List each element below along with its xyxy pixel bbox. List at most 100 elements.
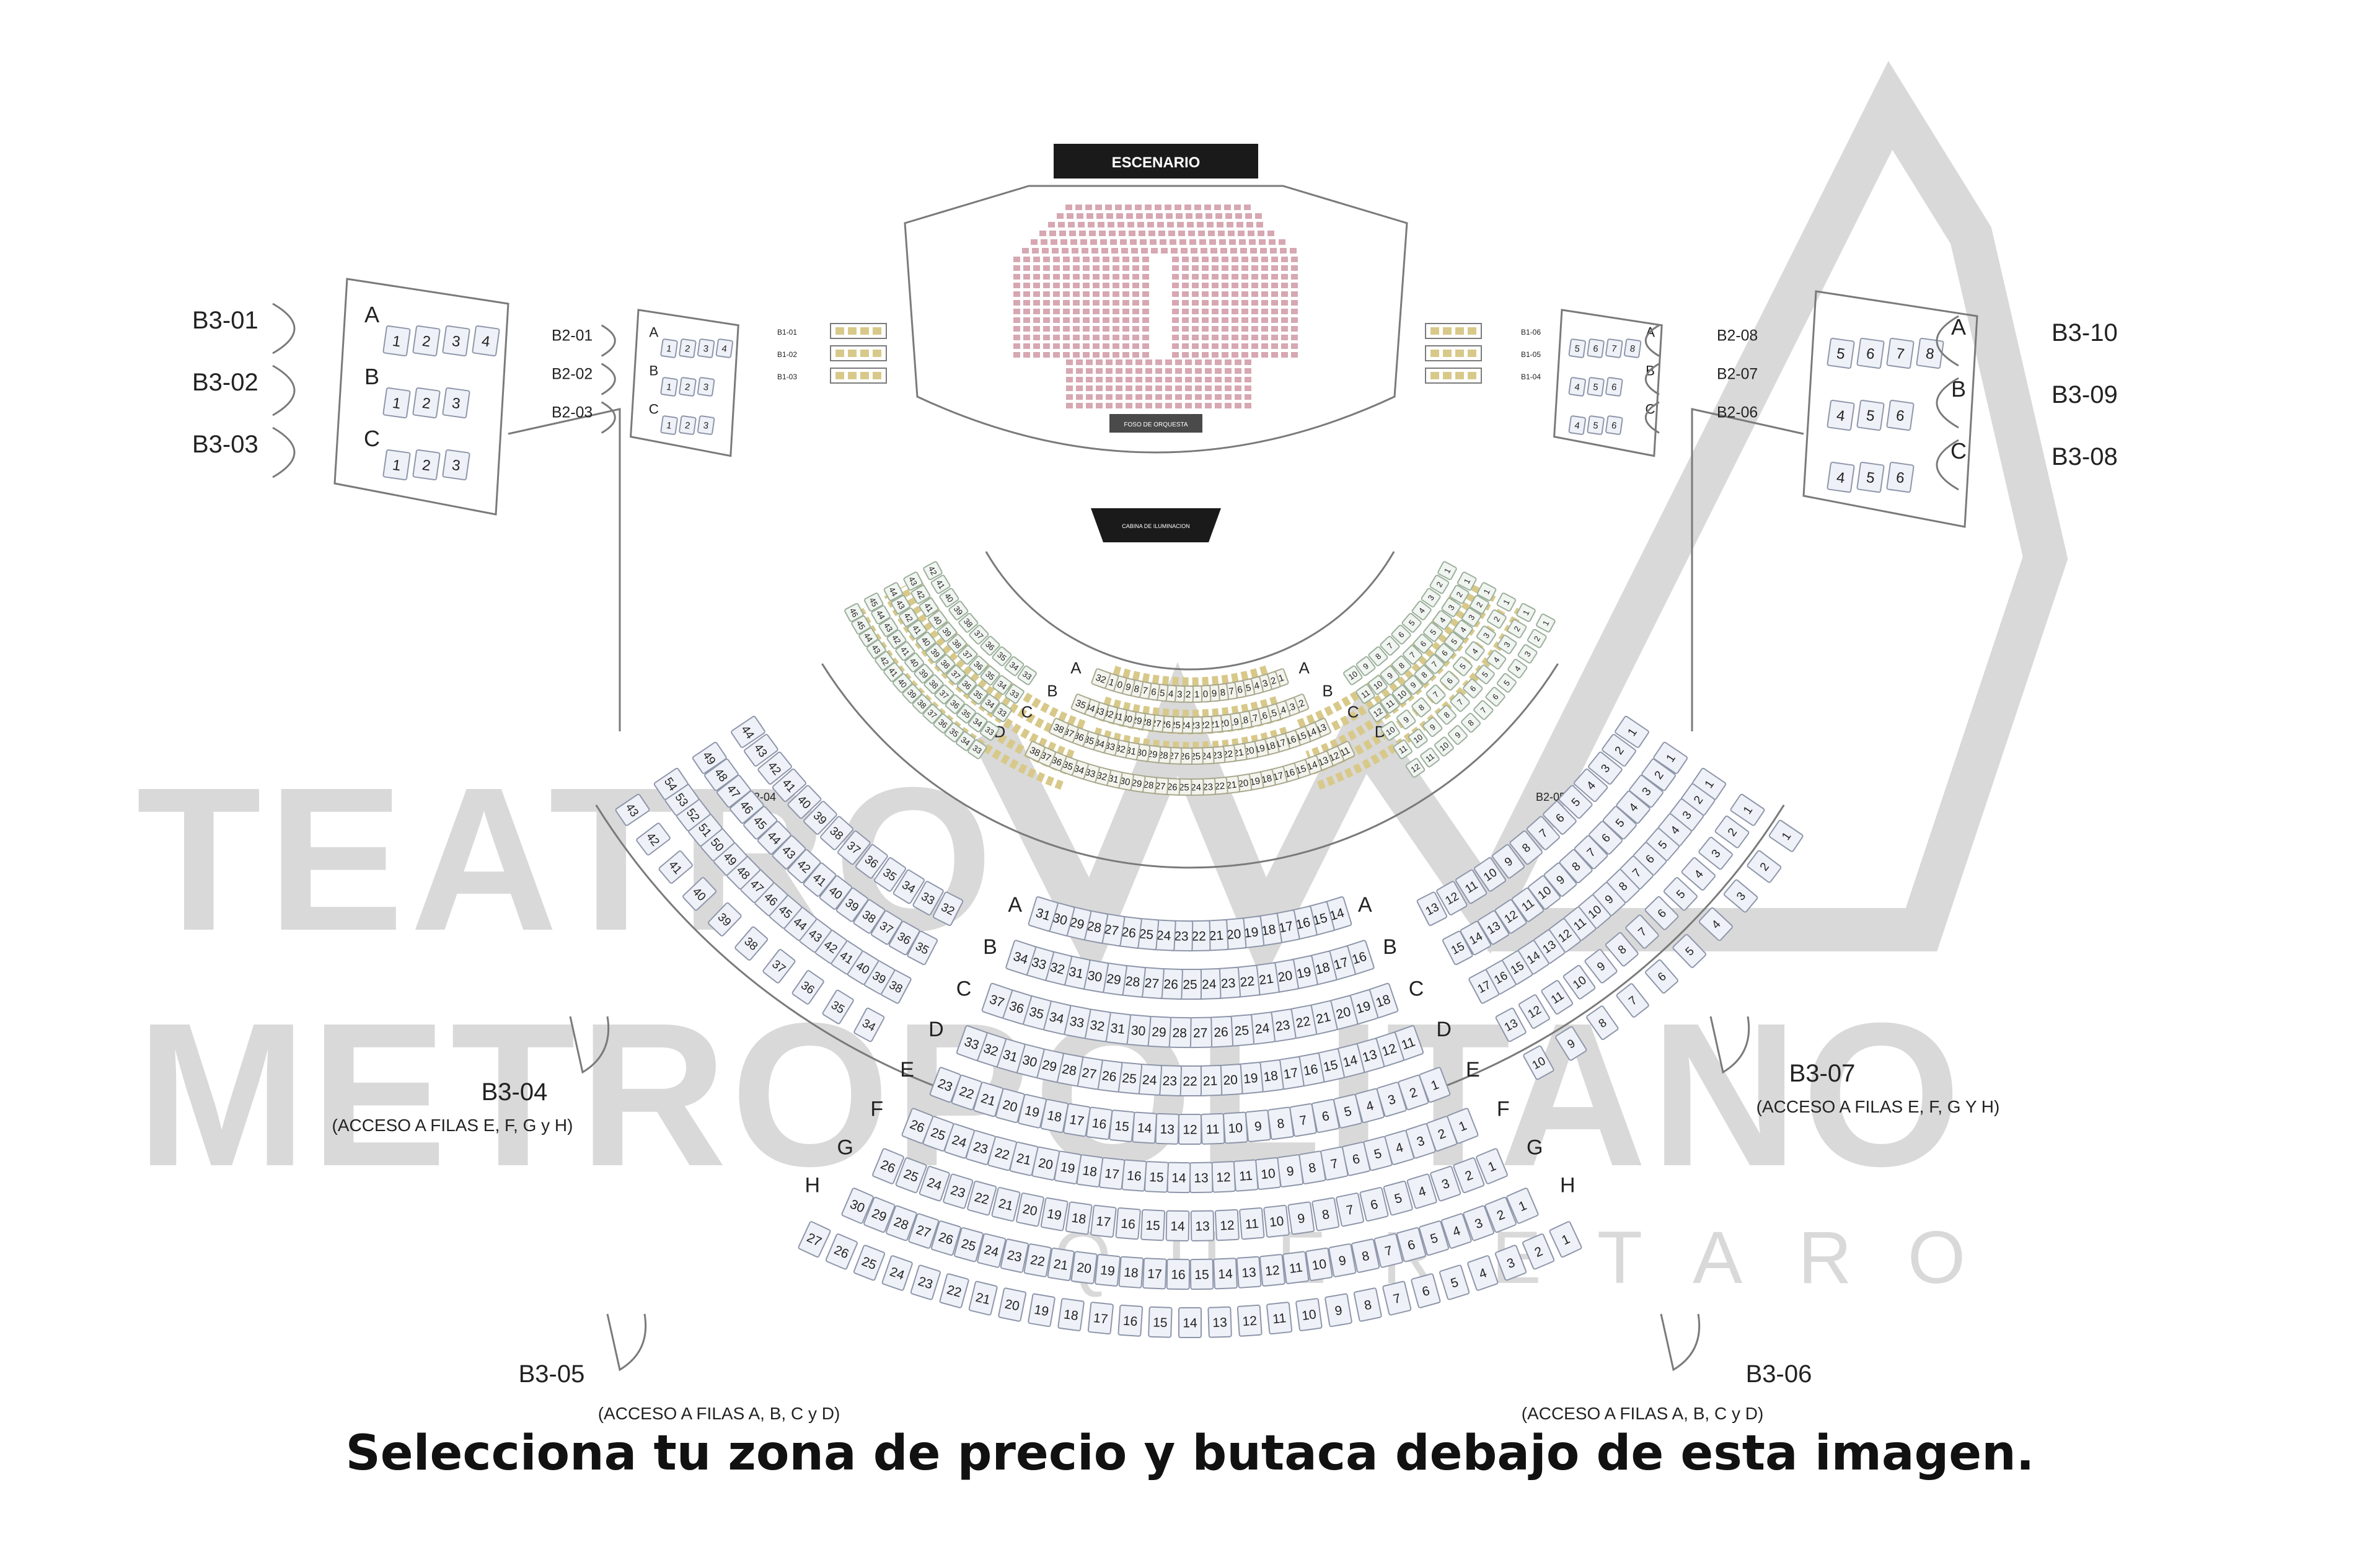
seat[interactable]: 46	[754, 882, 788, 917]
lower-seat[interactable]	[1113, 274, 1119, 280]
seat[interactable]: 13	[1477, 910, 1510, 945]
lower-seat[interactable]	[1290, 248, 1297, 253]
lower-seat[interactable]	[1122, 300, 1129, 306]
seat[interactable]: 18	[1065, 1201, 1093, 1235]
lower-seat[interactable]	[1053, 257, 1060, 262]
seat-box[interactable]	[1391, 655, 1412, 676]
lower-seat[interactable]	[1182, 352, 1189, 358]
seat-box[interactable]	[412, 387, 441, 419]
lower-seat[interactable]	[1271, 257, 1278, 262]
lower-seat[interactable]	[1142, 274, 1149, 280]
seat-box[interactable]	[1447, 725, 1468, 746]
seat[interactable]: 9	[1287, 1201, 1315, 1235]
lower-seat[interactable]	[1192, 283, 1199, 288]
lower-seat[interactable]	[1043, 291, 1050, 297]
lower-seat[interactable]	[1155, 368, 1162, 374]
lower-seat[interactable]	[1165, 205, 1171, 210]
lower-seat[interactable]	[1232, 291, 1238, 297]
seat-box[interactable]	[1602, 806, 1637, 840]
lower-seat[interactable]	[1241, 265, 1248, 271]
seat-box[interactable]	[930, 1220, 961, 1256]
seat-box[interactable]	[1005, 940, 1036, 976]
seat[interactable]: 26	[1158, 967, 1183, 1000]
seat-box[interactable]	[1473, 857, 1507, 892]
seat[interactable]: 19	[1237, 1062, 1264, 1095]
lower-seat[interactable]	[1245, 213, 1252, 219]
seat-box[interactable]	[1506, 1188, 1539, 1224]
seat[interactable]: 9	[1324, 1293, 1352, 1328]
lower-seat[interactable]	[1241, 300, 1248, 306]
lower-seat[interactable]	[1155, 403, 1162, 408]
lower-seat[interactable]	[1172, 309, 1179, 314]
lower-seat[interactable]	[1103, 317, 1109, 323]
seat-box[interactable]	[1439, 1264, 1470, 1300]
seat[interactable]: 3	[1497, 635, 1517, 654]
lower-seat[interactable]	[1170, 239, 1176, 245]
seat[interactable]: 36	[956, 675, 977, 695]
seat-box[interactable]	[1615, 715, 1649, 748]
seat[interactable]: 5	[1452, 656, 1473, 676]
lower-seat[interactable]	[1185, 359, 1192, 365]
seat[interactable]: 2	[412, 325, 441, 357]
lower-seat[interactable]	[1120, 239, 1127, 245]
seat[interactable]: 19	[1054, 1150, 1082, 1184]
lower-seat[interactable]	[1058, 222, 1065, 227]
lower-seat[interactable]	[1251, 300, 1258, 306]
lower-seat[interactable]	[1165, 403, 1172, 408]
seat-box[interactable]	[1295, 1298, 1323, 1331]
seat-box[interactable]	[819, 875, 853, 910]
seat-box[interactable]	[1886, 399, 1915, 431]
mezzanine-arc-right[interactable]	[884, 592, 1075, 760]
lower-seat[interactable]	[1023, 300, 1030, 306]
seat-box[interactable]	[1178, 1307, 1202, 1338]
seat-box[interactable]	[1432, 610, 1453, 630]
lower-seat[interactable]	[1013, 317, 1020, 323]
seat-box[interactable]	[1522, 1233, 1555, 1270]
seat-box[interactable]	[907, 620, 927, 640]
seat-box[interactable]	[744, 734, 778, 767]
seat-box[interactable]	[1236, 1256, 1262, 1289]
seat[interactable]: 39	[948, 601, 969, 620]
lower-seat[interactable]	[1145, 386, 1152, 391]
seat[interactable]: 21	[1009, 1141, 1039, 1176]
lower-seat[interactable]	[1116, 386, 1122, 391]
lower-seat[interactable]	[1182, 309, 1189, 314]
lower-seat[interactable]	[1291, 283, 1298, 288]
lower-seat[interactable]	[1091, 248, 1098, 253]
seat-box[interactable]	[919, 1165, 950, 1202]
seat-box[interactable]	[1584, 949, 1618, 984]
seat[interactable]: 1	[1476, 1148, 1508, 1184]
seat[interactable]: 42	[757, 751, 792, 785]
lower-seat[interactable]	[1106, 386, 1113, 391]
lower-seat[interactable]	[1066, 377, 1073, 382]
seat-box[interactable]	[892, 673, 913, 694]
lower-seat[interactable]	[1106, 377, 1113, 382]
seat-box[interactable]	[679, 377, 697, 397]
lower-seat[interactable]	[1155, 394, 1162, 400]
lower-seat[interactable]	[1096, 403, 1103, 408]
lower-seat[interactable]	[1043, 300, 1050, 306]
seat[interactable]: 8	[1437, 705, 1457, 725]
lower-box-seat[interactable]	[848, 327, 857, 335]
lower-seat[interactable]	[1135, 386, 1142, 391]
lower-seat[interactable]	[1132, 257, 1139, 262]
lower-seat[interactable]	[1185, 394, 1192, 400]
lower-seat[interactable]	[1189, 239, 1196, 245]
seat-box[interactable]	[932, 891, 964, 927]
seat-box[interactable]	[731, 715, 765, 748]
lower-seat[interactable]	[1241, 335, 1248, 340]
seat[interactable]: 43	[891, 595, 911, 614]
lower-seat[interactable]	[1271, 283, 1278, 288]
lower-seat[interactable]	[1241, 283, 1248, 288]
lower-box[interactable]	[830, 323, 887, 339]
seat[interactable]: 22	[1289, 1005, 1318, 1039]
seat-box[interactable]	[1405, 757, 1426, 778]
lower-seat[interactable]	[1251, 265, 1258, 271]
seat[interactable]: 8	[1605, 932, 1639, 967]
lower-seat[interactable]	[1166, 213, 1173, 219]
seat-box[interactable]	[956, 703, 976, 724]
seat[interactable]: 22	[987, 1135, 1017, 1171]
seat[interactable]: 10	[1305, 1247, 1333, 1281]
seat[interactable]: 7	[1380, 635, 1400, 656]
lower-seat[interactable]	[1192, 274, 1199, 280]
